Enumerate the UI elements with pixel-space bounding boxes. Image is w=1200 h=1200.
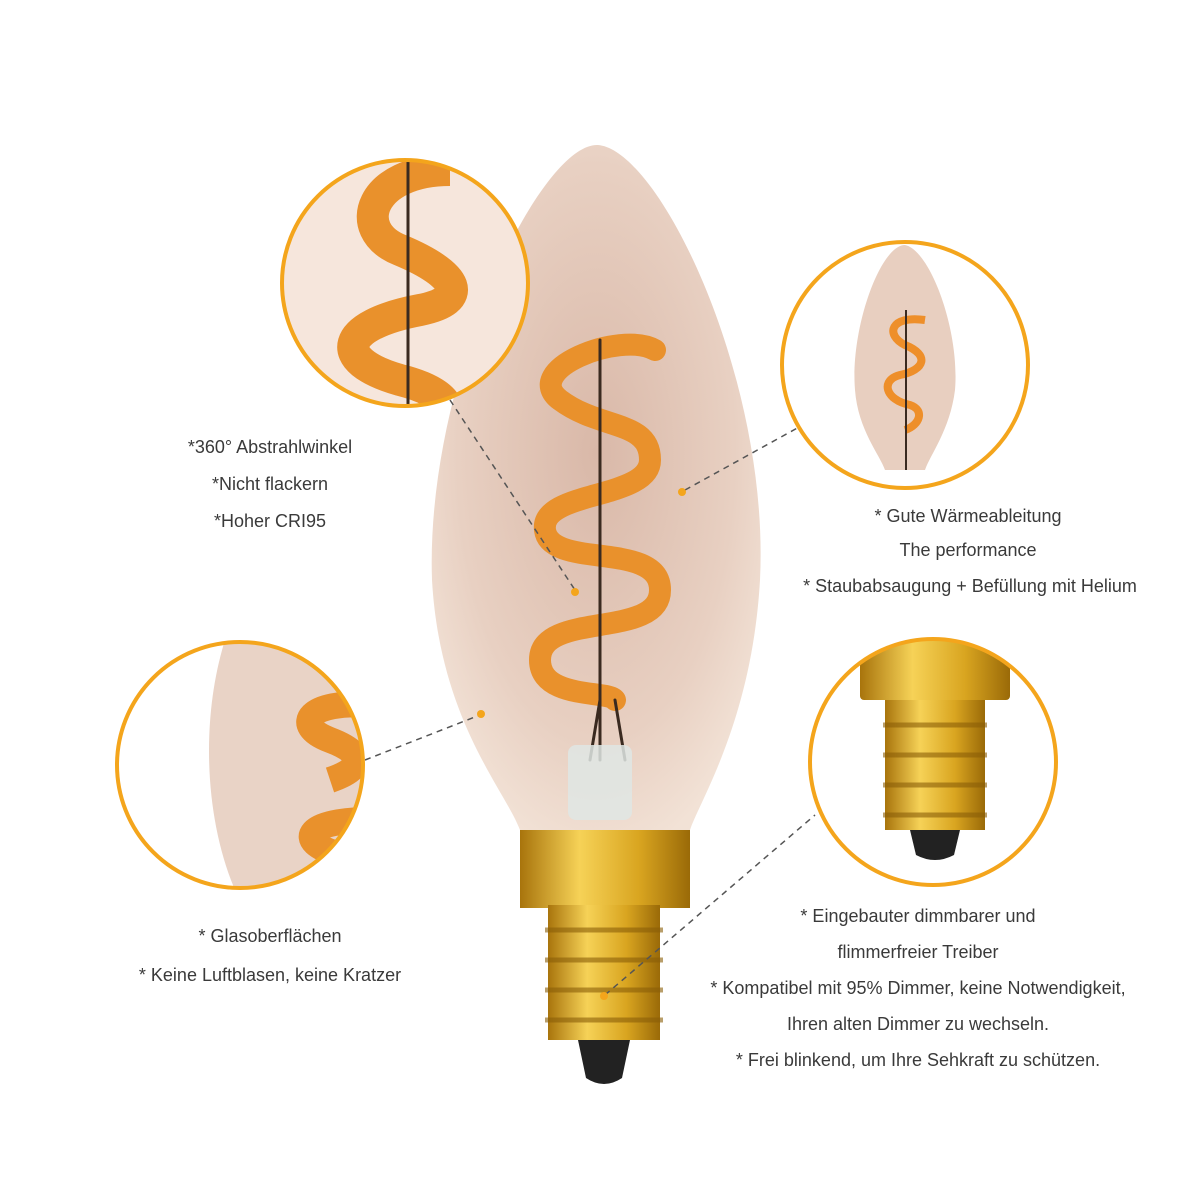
callout-text: *Nicht flackern (211, 474, 329, 494)
base-tip (578, 1040, 630, 1084)
callout-text: *Hoher CRI95 (213, 511, 327, 531)
callout-text: *360° Abstrahlwinkel (187, 437, 353, 457)
callout-text: * Kompatibel mit 95% Dimmer, keine Notwe… (710, 978, 1126, 998)
callout-text: * Glasoberflächen (198, 926, 342, 946)
callout-text: Ihren alten Dimmer zu wechseln. (786, 1014, 1050, 1034)
callout-text: * Staubabsaugung + Befüllung mit Helium (803, 576, 1137, 596)
callout-text: * Keine Luftblasen, keine Kratzer (138, 965, 402, 985)
zoom-circle-base (808, 637, 1058, 887)
base-collar (520, 830, 690, 908)
zoom-circle-glass (115, 640, 365, 890)
callout-text: The performance (899, 540, 1037, 560)
callout-text: flimmerfreier Treiber (837, 942, 999, 962)
stem (568, 745, 632, 820)
callout-text: * Eingebauter dimmbarer und (800, 906, 1036, 926)
callout-text: * Gute Wärmeableitung (874, 506, 1062, 526)
zoom-circle-small-bulb (780, 240, 1030, 490)
callout-text: * Frei blinkend, um Ihre Sehkraft zu sch… (735, 1050, 1101, 1070)
connector-lines (364, 399, 831, 996)
screw-thread (545, 905, 663, 1040)
zoom-circle-filament (280, 158, 530, 408)
